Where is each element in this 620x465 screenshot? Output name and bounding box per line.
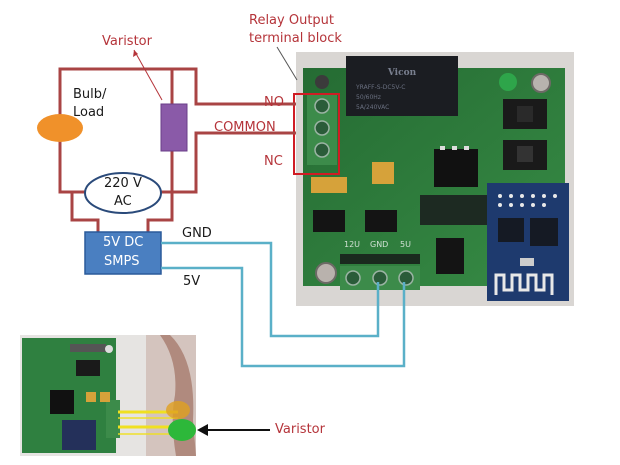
bulb-label-line1: Bulb/ [73, 87, 107, 102]
bulb-label-line2: Load [73, 105, 105, 120]
smps-label-line2: SMPS [104, 254, 140, 269]
pin-label-12u: 12U [344, 240, 360, 249]
power-input-terminal [340, 254, 420, 264]
relay-board-photo: Vicon YRAFF-S-DC5V-C 50/60Hz 5A/240VAC [296, 52, 574, 306]
relay-output-pointer [276, 46, 298, 81]
relay-rating: 5A/240VAC [356, 104, 389, 111]
inset-varistor-arrow [197, 424, 270, 436]
pin-label-5u: 5U [400, 240, 411, 249]
relay-brand: Vicon [387, 68, 417, 78]
ic-chip [434, 149, 478, 187]
5v-label: 5V [183, 274, 201, 289]
smps-label-line1: 5V DC [103, 235, 144, 250]
smps-box [84, 231, 162, 275]
inset-photo [20, 335, 196, 456]
varistor-pointer-arrow [133, 49, 163, 101]
no-label: NO [264, 95, 284, 110]
ac-label-line2: AC [114, 194, 132, 209]
varistor-label-bottom: Varistor [275, 422, 325, 437]
inset-varistor [168, 419, 196, 441]
nc-label: NC [264, 154, 283, 169]
ac-label-line1: 220 V [104, 176, 142, 191]
varistor-component [160, 103, 188, 152]
relay-output-label-line2: terminal block [249, 31, 342, 46]
ac-source [84, 172, 162, 214]
led [499, 73, 517, 91]
gnd-label: GND [182, 226, 212, 241]
dc-wiring [161, 241, 406, 368]
relay-model: YRAFF-S-DC5V-C [355, 84, 405, 91]
common-label: COMMON [214, 120, 276, 135]
relay-component [346, 56, 458, 116]
varistor-label-top: Varistor [102, 34, 152, 49]
relay-output-label-line1: Relay Output [249, 13, 335, 28]
bulb-load [37, 114, 83, 142]
relay-freq: 50/60Hz [356, 94, 381, 101]
pin-label-gnd: GND [370, 240, 388, 249]
